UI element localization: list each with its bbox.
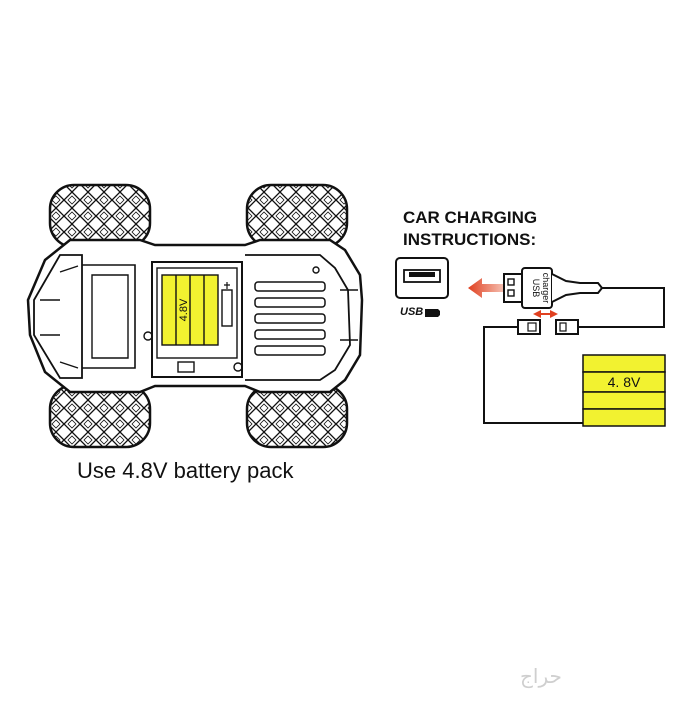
connector-arrows <box>533 310 558 318</box>
car-battery-label: 4.8V <box>178 298 190 321</box>
usb-charger-label-1: USB <box>531 279 541 298</box>
plug-direction-arrow <box>468 278 505 298</box>
usb-port-icon: USB <box>395 257 449 318</box>
wheel-top-left <box>48 183 152 249</box>
usb-charger-cable <box>483 267 665 424</box>
pack-battery-label: 4. 8V <box>608 374 641 390</box>
battery-caption: Use 4.8V battery pack <box>77 458 294 483</box>
wheel-bottom-left <box>48 383 152 449</box>
usb-charger-label-2: charger <box>541 273 551 304</box>
instructions-heading: CAR CHARGING INSTRUCTIONS: <box>403 207 537 251</box>
car-battery-pack <box>161 274 233 346</box>
instructions-heading-line1: CAR CHARGING <box>403 208 538 227</box>
wheel-top-right <box>245 183 349 249</box>
wheel-bottom-right <box>245 383 349 449</box>
usb-logo-label: USB <box>400 306 423 318</box>
instructions-heading-line2: INSTRUCTIONS: <box>403 230 537 249</box>
site-watermark: حراج <box>520 664 562 688</box>
external-battery-pack <box>582 354 666 427</box>
rc-car-illustration <box>26 183 364 449</box>
